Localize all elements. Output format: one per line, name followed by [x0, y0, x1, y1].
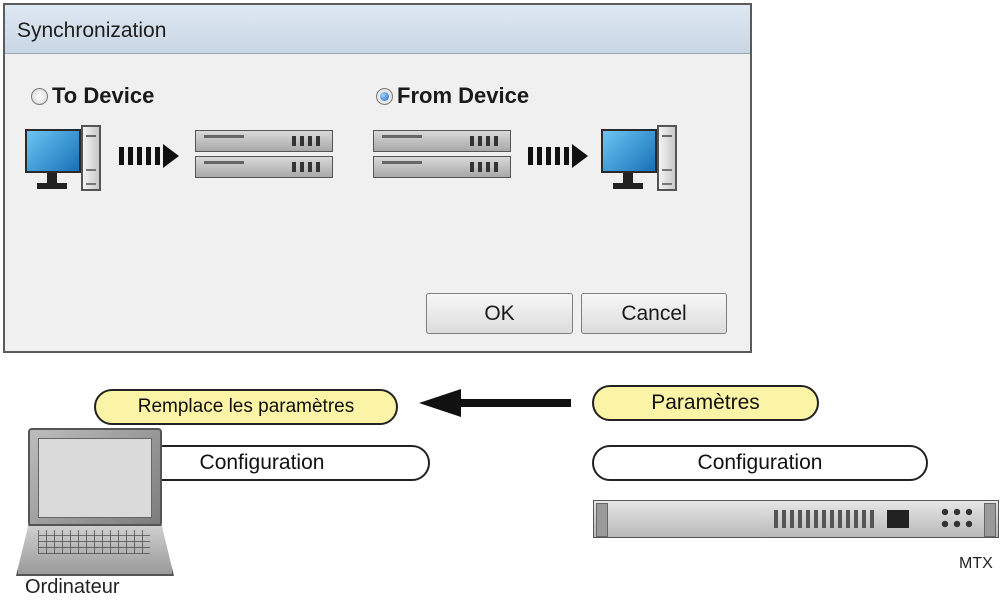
- device-configuration-label: Configuration: [592, 445, 928, 481]
- arrow-left-icon: [419, 389, 461, 417]
- from-device-radio[interactable]: From Device: [376, 83, 529, 109]
- dialog-title: Synchronization: [17, 19, 167, 42]
- mtx-device-icon: [593, 500, 999, 538]
- to-device-radio[interactable]: To Device: [31, 83, 154, 109]
- device-rack-icon: [195, 130, 333, 152]
- radio-checked-icon: [376, 87, 393, 105]
- arrowhead-right-icon: [163, 144, 179, 168]
- radio-unchecked-icon: [31, 87, 48, 105]
- device-caption: MTX: [959, 555, 993, 572]
- device-rack-icon: [195, 156, 333, 178]
- transfer-arrow-icon: [119, 147, 163, 165]
- dialog-titlebar: Synchronization: [5, 5, 750, 54]
- device-rack-icon: [373, 130, 511, 152]
- replaced-parameters-label: Remplace les paramètres: [94, 389, 398, 425]
- computer-icon: [601, 125, 677, 195]
- arrowhead-right-icon: [572, 144, 588, 168]
- transfer-arrow-icon: [528, 147, 572, 165]
- laptop-icon: [14, 428, 174, 578]
- computer-caption: Ordinateur: [25, 576, 120, 598]
- computer-icon: [25, 125, 101, 195]
- arrow-shaft: [460, 399, 571, 407]
- synchronization-dialog: Synchronization To Device From Device OK…: [3, 3, 752, 353]
- to-device-label: To Device: [52, 83, 155, 108]
- parameters-label: Paramètres: [592, 385, 819, 421]
- cancel-button[interactable]: Cancel: [581, 293, 727, 334]
- ok-button[interactable]: OK: [426, 293, 573, 334]
- device-rack-icon: [373, 156, 511, 178]
- from-device-label: From Device: [397, 83, 530, 108]
